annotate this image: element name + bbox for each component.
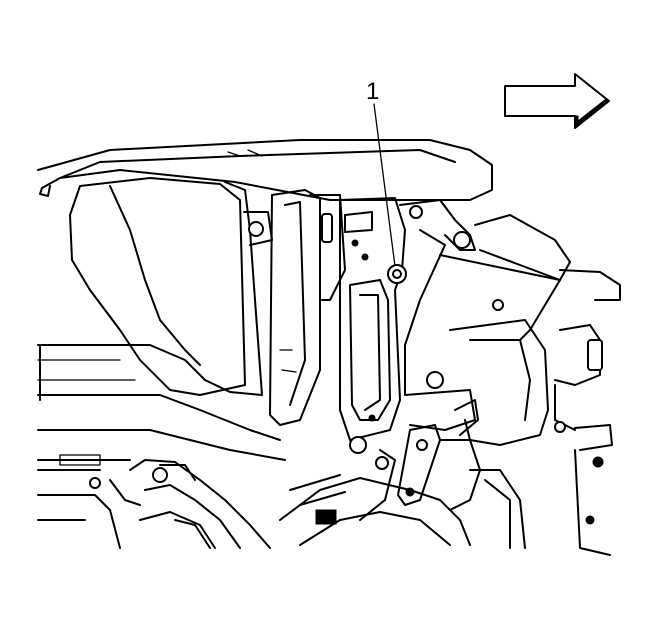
lower-left-hose xyxy=(37,454,271,549)
lower-body xyxy=(279,469,526,549)
upper-cowl-panel xyxy=(37,139,493,201)
lower-linkage xyxy=(349,399,481,521)
air-duct-housing xyxy=(37,177,286,461)
upper-right-fittings xyxy=(399,199,476,396)
left-lower-frame xyxy=(37,494,211,549)
vertical-strut xyxy=(269,189,346,426)
callout-leader-line xyxy=(373,103,397,275)
side-mount-bracket xyxy=(554,324,613,556)
callout-label: 1 xyxy=(366,78,379,105)
callout-1: 1 xyxy=(366,78,397,275)
right-arrow-icon xyxy=(504,73,610,130)
left-bracket xyxy=(224,181,273,396)
right-panel xyxy=(404,214,621,446)
center-bracket-plate xyxy=(339,197,407,441)
